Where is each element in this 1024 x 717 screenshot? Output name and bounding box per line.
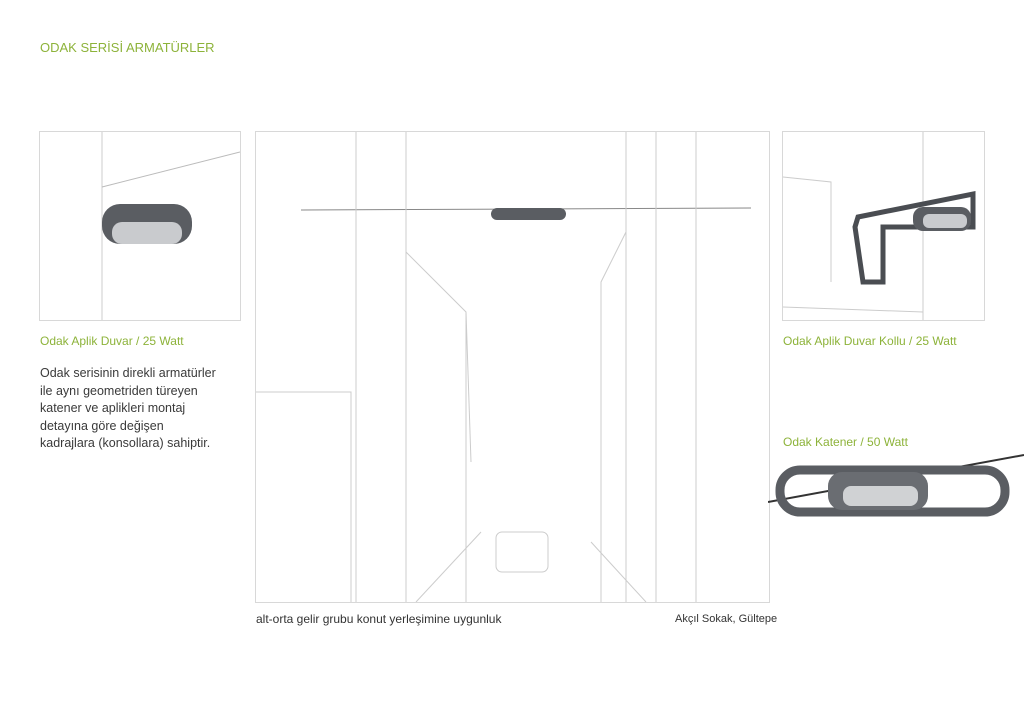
arm-light-image (782, 131, 985, 321)
street-caption: alt-orta gelir grubu konut yerleşimine u… (256, 612, 502, 626)
wall-light-caption: Odak Aplik Duvar / 25 Watt (40, 334, 184, 348)
street-sketch (255, 131, 770, 603)
wall-light-image (39, 131, 241, 321)
catenary-light-image (768, 450, 1024, 530)
description-text: Odak serisinin direkli armatürler ile ay… (40, 366, 216, 450)
location-label: Akçıl Sokak, Gültepe (675, 613, 778, 625)
catenary-caption: Odak Katener / 50 Watt (783, 435, 908, 449)
page-title: ODAK SERİSİ ARMATÜRLER (40, 40, 215, 55)
arm-light-caption: Odak Aplik Duvar Kollu / 25 Watt (783, 334, 957, 348)
